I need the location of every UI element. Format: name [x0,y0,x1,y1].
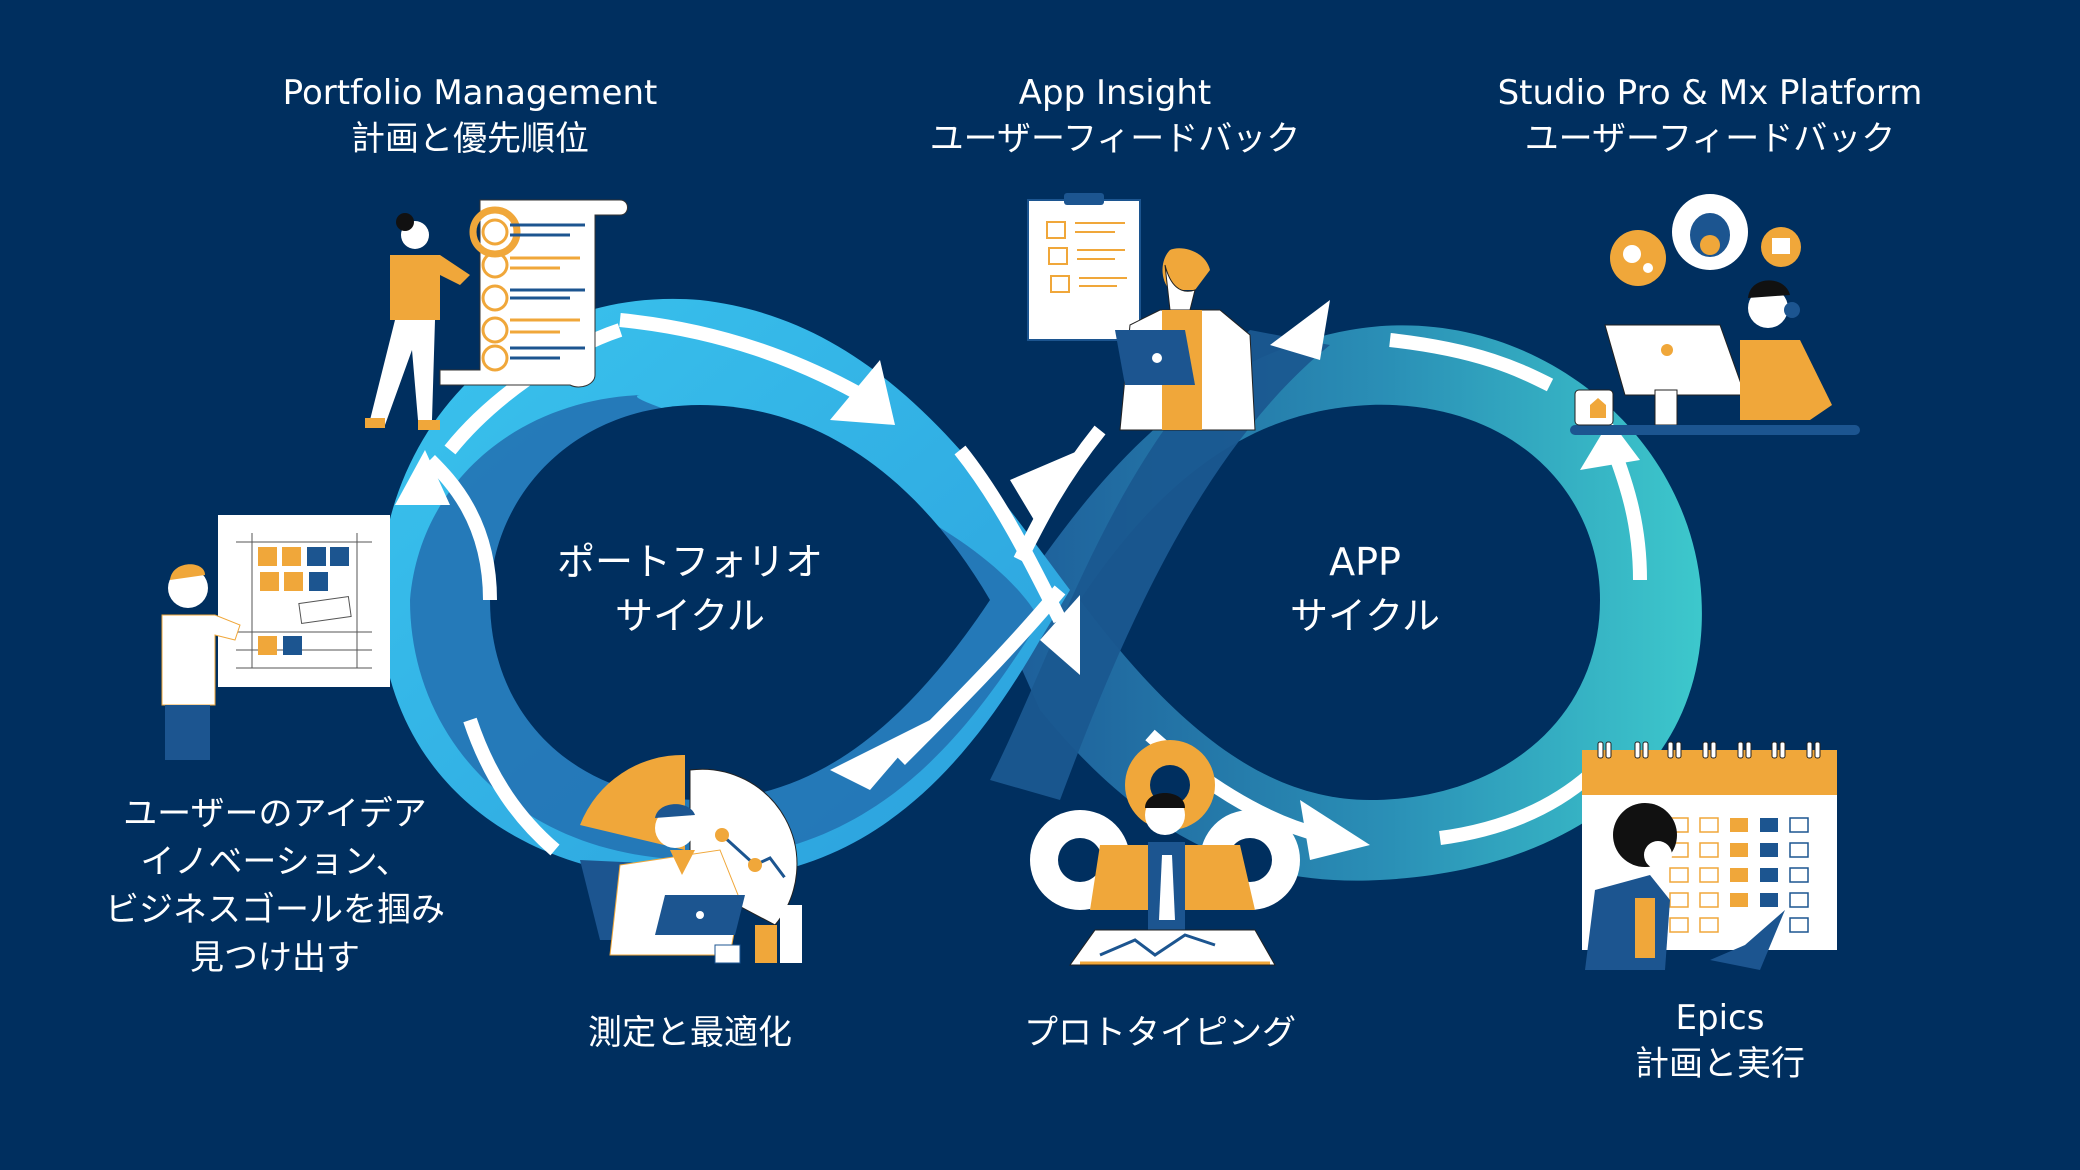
cycle-subtitle: サイクル [1289,594,1441,638]
stage-title: Studio Pro & Mx Platform [1497,73,1923,113]
arrowhead [1010,450,1080,530]
cycle-subtitle: サイクル [614,594,766,638]
portfolio-cycle-label: ポートフォリオ サイクル [530,535,850,643]
calendar-person-icon [1582,741,1837,970]
arrowhead [1270,300,1330,360]
stage-line: 見つけ出す [190,938,360,978]
arrowhead [1040,595,1080,675]
arrow-top-center [619,313,874,407]
arrowhead [830,720,930,790]
arrowhead [1300,800,1370,860]
stage-epics: Epics 計画と実行 [1600,995,1840,1087]
stage-subtitle: 計画と優先順位 [351,119,589,159]
stage-title: 測定と最適化 [588,1013,792,1053]
arrow-left-down [895,585,1066,765]
stage-title: App Insight [1018,73,1212,113]
stage-line: イノベーション、 [140,842,410,882]
arrowhead [395,450,450,505]
arrow-left-up [425,455,497,601]
arrow-right-top [1389,333,1554,392]
crossing-band [990,330,1330,800]
kanban-board-icon [161,515,390,760]
stage-subtitle: ユーザーフィードバック [929,119,1301,159]
cycle-title: APP [1329,540,1401,584]
stage-subtitle: ユーザーフィードバック [1524,119,1896,159]
arrow-left-lower [463,717,560,856]
arrowhead [830,360,895,425]
stage-studio-pro: Studio Pro & Mx Platform ユーザーフィードバック [1490,70,1930,162]
stage-title: Portfolio Management [282,73,658,113]
gears-person-icon [1030,740,1300,966]
stage-user-ideas: ユーザーのアイデア イノベーション、 ビジネスゴールを掴み 見つけ出す [90,790,460,982]
arrow-bottom-right [1439,769,1595,845]
stage-subtitle: 計画と実行 [1635,1044,1805,1084]
cycle-title: ポートフォリオ [556,540,823,584]
stage-app-insight: App Insight ユーザーフィードバック [900,70,1330,162]
checklist-scroll-icon [365,199,628,430]
stage-prototyping: プロトタイピング [1000,1010,1320,1056]
app-cycle-label: APP サイクル [1250,535,1480,643]
clipboard-tablet-icon [1027,193,1256,431]
developer-computer-icon [1570,194,1860,435]
stage-title: プロトタイピング [1024,1013,1296,1053]
stage-portfolio-management: Portfolio Management 計画と優先順位 [270,70,670,162]
stage-line: ビジネスゴールを掴み [105,890,445,930]
analytics-person-icon [580,754,802,964]
stage-line: ユーザーのアイデア [123,794,427,834]
arrowhead [1580,420,1640,470]
stage-measure-optimize: 測定と最適化 [560,1010,820,1056]
stage-title: Epics [1675,998,1765,1038]
flow-arrows [395,300,1647,860]
